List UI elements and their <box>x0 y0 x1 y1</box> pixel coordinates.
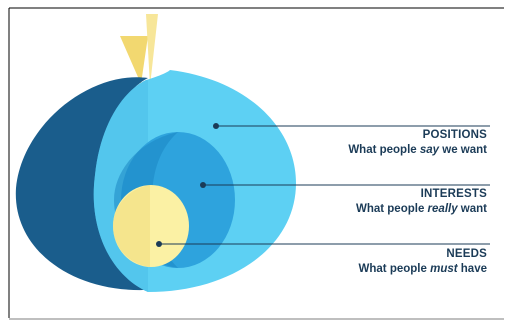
label-positions: POSITIONS What people say we want <box>348 128 487 158</box>
sprout-left-leaf <box>120 36 148 84</box>
desc-before: What people <box>348 144 420 156</box>
desc-after: we want <box>439 144 487 156</box>
leader-dot-interests <box>200 182 206 188</box>
desc-after: have <box>457 263 487 275</box>
leader-dot-needs <box>156 241 162 247</box>
desc-emphasis: really <box>427 203 458 215</box>
label-desc: What people really want <box>356 202 487 217</box>
core-layer-shade <box>113 185 150 267</box>
label-interests: INTERESTS What people really want <box>356 187 487 217</box>
sprout-right-leaf <box>146 14 158 86</box>
label-needs: NEEDS What people must have <box>359 247 487 277</box>
desc-emphasis: must <box>430 263 458 275</box>
label-desc: What people say we want <box>348 143 487 158</box>
label-title: NEEDS <box>446 248 487 260</box>
label-title: POSITIONS <box>422 129 487 141</box>
frame-border <box>8 7 504 318</box>
desc-after: want <box>457 203 487 215</box>
desc-emphasis: say <box>419 144 440 156</box>
desc-before: What people <box>355 203 428 215</box>
leader-dot-positions <box>213 123 219 129</box>
desc-before: What people <box>358 263 431 275</box>
label-desc: What people must have <box>359 262 487 277</box>
label-title: INTERESTS <box>420 188 487 200</box>
